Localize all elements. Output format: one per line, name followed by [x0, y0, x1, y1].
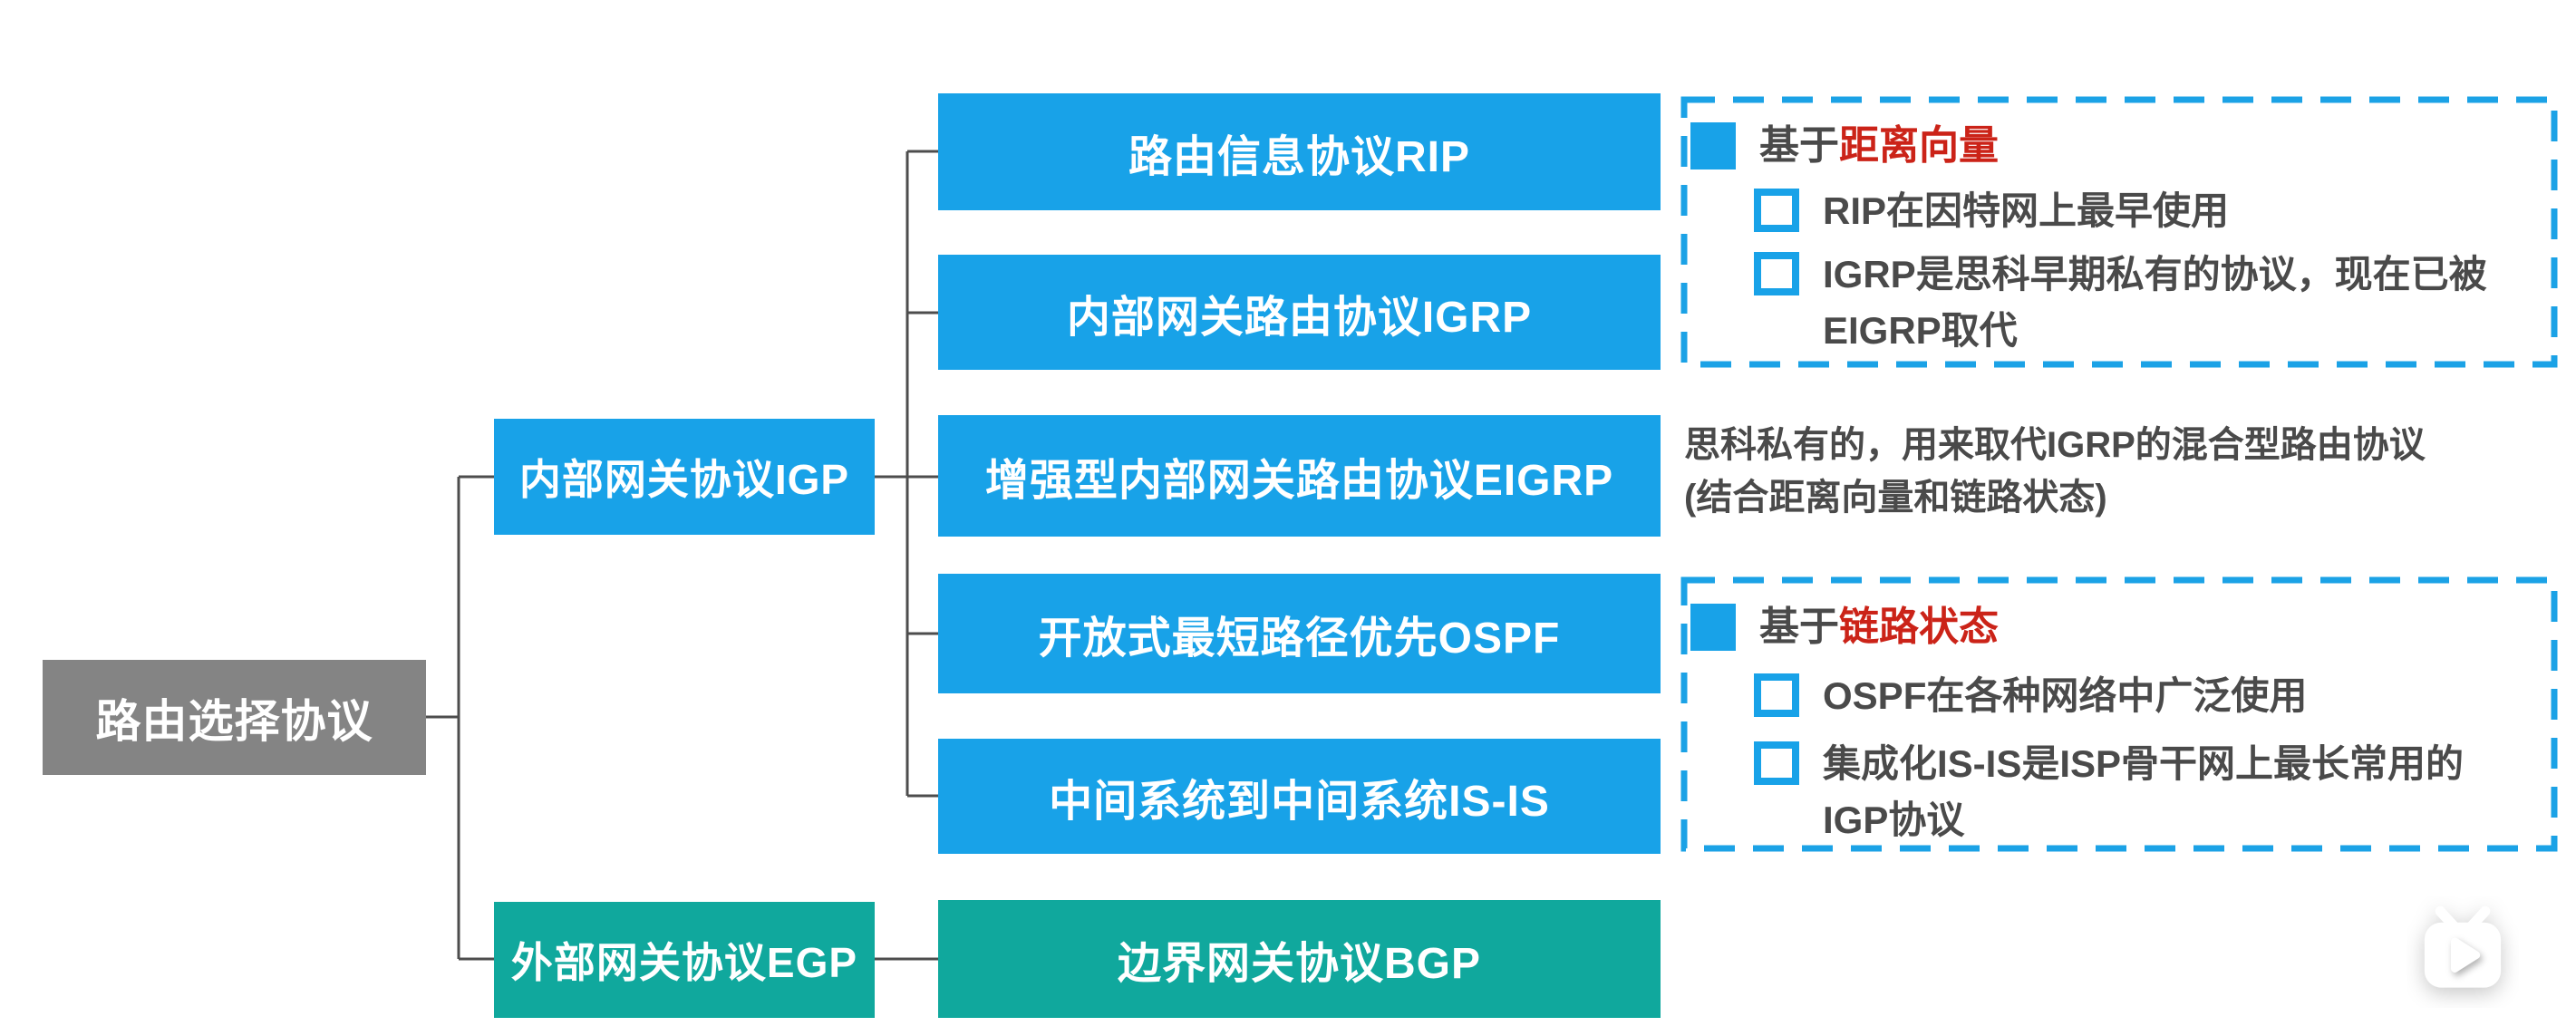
node-label: 路由选择协议 [95, 695, 373, 747]
note-title-prefix: 基于 [1759, 605, 1839, 649]
node-label: 路由信息协议RIP [1128, 132, 1471, 181]
node-label: 外部网关协议EGP [510, 939, 858, 986]
node-label: 开放式最短路径优先OSPF [1038, 615, 1561, 663]
note-bullet: OSPF在各种网络中广泛使用 [1754, 668, 2307, 724]
node-igp: 内部网关协议IGP [494, 419, 875, 535]
node-label: 边界网关协议BGP [1117, 940, 1482, 988]
note-header: 基于距离向量 [1690, 122, 1999, 169]
node-label: 内部网关协议IGP [518, 456, 850, 503]
note-title-prefix: 基于 [1759, 123, 1839, 168]
bullet-text: RIP在因特网上最早使用 [1823, 189, 2230, 232]
bullet-text: 集成化IS-IS是ISP骨干网上最长常用的 IGP协议 [1823, 742, 2465, 841]
note-bullet: RIP在因特网上最早使用 [1754, 183, 2229, 239]
note-bullet: 集成化IS-IS是ISP骨干网上最长常用的 IGP协议 [1754, 736, 2464, 848]
node-isis: 中间系统到中间系统IS-IS [938, 739, 1661, 854]
note-eigrp-description: 思科私有的，用来取代IGRP的混合型路由协议 (结合距离向量和链路状态) [1684, 425, 2426, 518]
checkbox-outline-icon [1754, 673, 1799, 717]
dashed-group-box-link-state [1680, 576, 2558, 852]
node-egp: 外部网关协议EGP [494, 902, 875, 1018]
filled-square-icon [1690, 604, 1736, 651]
tv-play-icon [2424, 905, 2502, 988]
note-title: 基于链路状态 [1759, 604, 1999, 651]
node-label: 中间系统到中间系统IS-IS [1049, 777, 1550, 826]
note-title-highlight: 链路状态 [1839, 605, 1999, 649]
note-header: 基于链路状态 [1690, 604, 1999, 651]
node-label: 增强型内部网关路由协议EIGRP [984, 457, 1614, 505]
node-rip: 路由信息协议RIP [938, 93, 1661, 210]
node-ospf: 开放式最短路径优先OSPF [938, 574, 1661, 693]
node-bgp: 边界网关协议BGP [938, 900, 1661, 1018]
bullet-text: IGRP是思科早期私有的协议，现在已被 EIGRP取代 [1823, 253, 2487, 352]
checkbox-outline-icon [1754, 252, 1799, 295]
node-eigrp: 增强型内部网关路由协议EIGRP [938, 415, 1661, 537]
node-igrp: 内部网关路由协议IGRP [938, 255, 1661, 370]
note-link-state: 基于链路状态 OSPF在各种网络中广泛使用 集成化IS-IS是ISP骨干网上最长… [1684, 578, 2558, 850]
bullet-text: OSPF在各种网络中广泛使用 [1823, 674, 2308, 717]
filled-square-icon [1690, 122, 1736, 169]
checkbox-outline-icon [1754, 189, 1799, 232]
note-title: 基于距离向量 [1759, 122, 1999, 169]
checkbox-outline-icon [1754, 741, 1799, 785]
node-label: 内部网关路由协议IGRP [1066, 293, 1533, 342]
node-routing-protocol-root: 路由选择协议 [43, 660, 426, 775]
dashed-group-box-distance-vector [1680, 96, 2558, 368]
note-title-highlight: 距离向量 [1839, 123, 1999, 168]
note-distance-vector: 基于距离向量 RIP在因特网上最早使用 IGRP是思科早期私有的协议，现在已被 … [1684, 97, 2558, 365]
note-bullet: IGRP是思科早期私有的协议，现在已被 EIGRP取代 [1754, 247, 2487, 359]
